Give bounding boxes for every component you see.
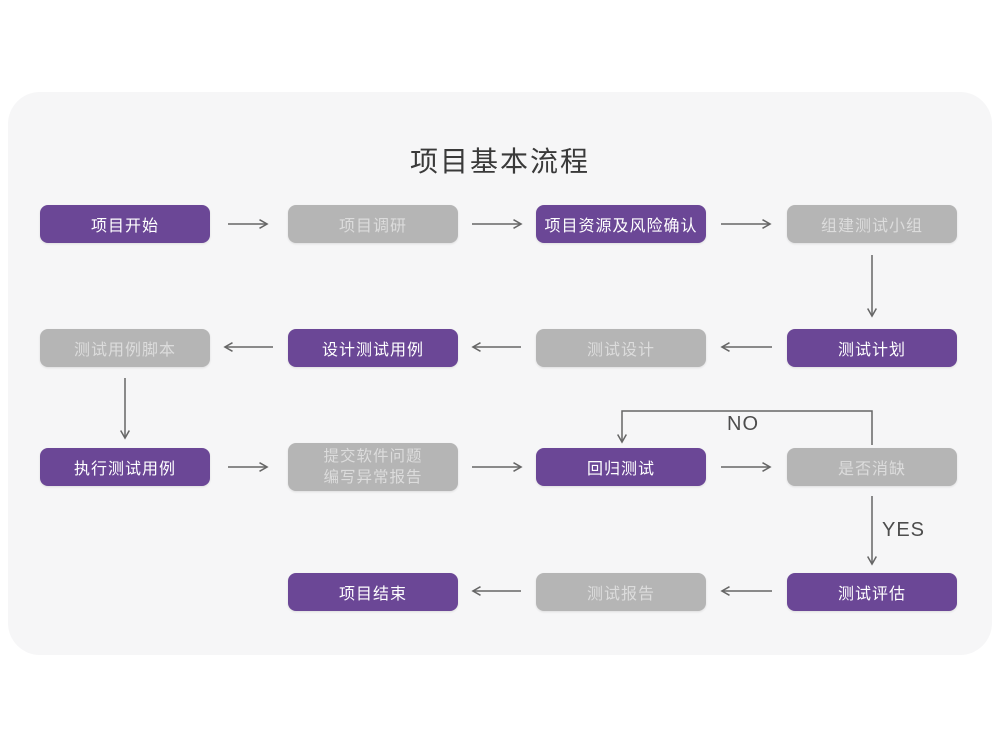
build-test-team-node: 组建测试小组 — [787, 205, 957, 243]
test-design-node: 测试设计 — [536, 329, 706, 367]
execute-test-cases-node: 执行测试用例 — [40, 448, 210, 486]
no-edge-label: NO — [727, 413, 759, 435]
test-plan-node: 测试计划 — [787, 329, 957, 367]
page-title: 项目基本流程 — [409, 146, 590, 177]
defect-resolved-node: 是否消缺 — [787, 448, 957, 486]
submit-issue-report-node: 提交软件问题 编写异常报告 — [288, 443, 458, 491]
regression-test-node: 回归测试 — [536, 448, 706, 486]
design-test-cases-node: 设计测试用例 — [288, 329, 458, 367]
test-report-node: 测试报告 — [536, 573, 706, 611]
yes-edge-label: YES — [882, 519, 926, 541]
test-evaluation-node: 测试评估 — [787, 573, 957, 611]
project-end-node: 项目结束 — [288, 573, 458, 611]
project-start-node: 项目开始 — [40, 205, 210, 243]
test-case-script-node: 测试用例脚本 — [40, 329, 210, 367]
flowchart-card — [8, 92, 992, 655]
resources-risk-confirm-node: 项目资源及风险确认 — [536, 205, 706, 243]
project-research-node: 项目调研 — [288, 205, 458, 243]
